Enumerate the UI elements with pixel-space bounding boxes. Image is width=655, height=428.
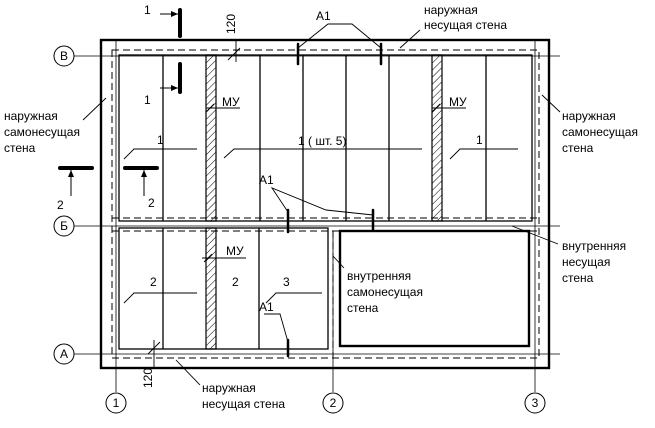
lower-room-outline <box>118 227 329 350</box>
axis-label-v: В <box>60 49 68 63</box>
panel-leader <box>123 148 197 160</box>
outer-wall-inner-dashed <box>111 49 540 359</box>
int-wall-label-line2: несущая <box>562 255 610 269</box>
axis-label-1: 1 <box>113 396 120 410</box>
mu-tick-2 <box>431 103 441 113</box>
mu-label-3: МУ <box>226 244 244 258</box>
mu-tick-1 <box>205 103 215 113</box>
a1-leader-top <box>297 23 382 49</box>
left-wall-label-line2: самонесущая <box>4 125 80 139</box>
axis-label-2: 2 <box>330 396 337 410</box>
panel-mark-2-mid: 2 <box>232 275 239 289</box>
hatched-monolithic-strip <box>205 54 217 222</box>
right-wall-leader <box>541 94 561 113</box>
mu-label-1: МУ <box>222 95 240 109</box>
axis-label-3: 3 <box>532 396 539 410</box>
axis-bubble-a <box>53 343 75 365</box>
bottom-wall-label-line1: наружная <box>202 381 256 395</box>
section-label-1-top: 1 <box>144 3 151 17</box>
axis-label-b: Б <box>60 219 68 233</box>
axis-bubble-b <box>53 215 75 237</box>
axis-bubble-2 <box>322 392 344 414</box>
dimension-120-bottom: 120 <box>141 368 155 388</box>
top-wall-label-line1: наружная <box>424 3 478 17</box>
panel-mark-1-right: 1 <box>476 133 483 147</box>
panel-mark-1-left: 1 <box>157 133 164 147</box>
outer-wall-outline <box>99 38 551 370</box>
bottom-wall-leader <box>175 359 201 386</box>
panel-mark-2-left: 2 <box>150 275 157 289</box>
axis-bubble-3 <box>524 392 546 414</box>
a1-leader-middle <box>270 187 374 216</box>
arrowhead <box>68 170 74 177</box>
int-wall-label-line3: стена <box>562 271 594 285</box>
dimension-tick-top <box>227 47 241 61</box>
panel-leader <box>123 292 197 304</box>
hatched-monolithic-strip <box>205 227 217 350</box>
left-wall-label-line3: стена <box>4 141 36 155</box>
section-label-2-inner: 2 <box>148 196 155 210</box>
axis-bubble-v <box>53 45 75 67</box>
int-self-wall-label-line1: внутренняя <box>347 269 411 283</box>
bottom-wall-label-line2: несущая стена <box>202 397 285 411</box>
dimension-120-top: 120 <box>224 14 238 34</box>
panel-leader <box>223 148 422 159</box>
section-label-1-inner: 1 <box>144 93 151 107</box>
a1-label-top: А1 <box>316 9 331 23</box>
axis-label-a: А <box>60 347 68 361</box>
int-self-wall-label-line2: самонесущая <box>347 285 423 299</box>
right-wall-label-line1: наружная <box>562 109 616 123</box>
a1-leader-bottom <box>264 313 289 343</box>
a1-label-bottom: А1 <box>259 300 274 314</box>
a1-label-middle: А1 <box>259 173 274 187</box>
section-label-2-outer: 2 <box>57 198 64 212</box>
panel-mark-1-group: 1 ( шт. 5) <box>298 134 346 148</box>
open-room-outline <box>338 229 531 348</box>
mu-tick-3 <box>203 253 213 263</box>
arrowhead <box>171 85 178 91</box>
right-wall-label-line2: самонесущая <box>562 125 638 139</box>
mu-label-2: МУ <box>449 95 467 109</box>
panel-leader <box>265 292 322 304</box>
int-wall-label-line1: внутренняя <box>562 239 626 253</box>
int-wall-leader <box>511 225 559 245</box>
int-self-wall-label-line3: стена <box>347 301 379 315</box>
top-wall-label-line2: несущая стена <box>424 18 507 32</box>
upper-room-outline <box>118 54 533 222</box>
left-wall-leader <box>82 97 107 121</box>
arrowhead <box>141 170 147 177</box>
axis-bubble-1 <box>105 392 127 414</box>
panel-mark-3: 3 <box>283 275 290 289</box>
left-wall-label-line1: наружная <box>4 109 58 123</box>
int-self-wall-leader <box>332 255 345 269</box>
hatched-monolithic-strip <box>431 54 443 222</box>
panel-leader <box>449 148 518 160</box>
right-wall-label-line3: стена <box>562 141 594 155</box>
top-wall-leader <box>399 29 421 49</box>
arrowhead <box>171 11 178 17</box>
